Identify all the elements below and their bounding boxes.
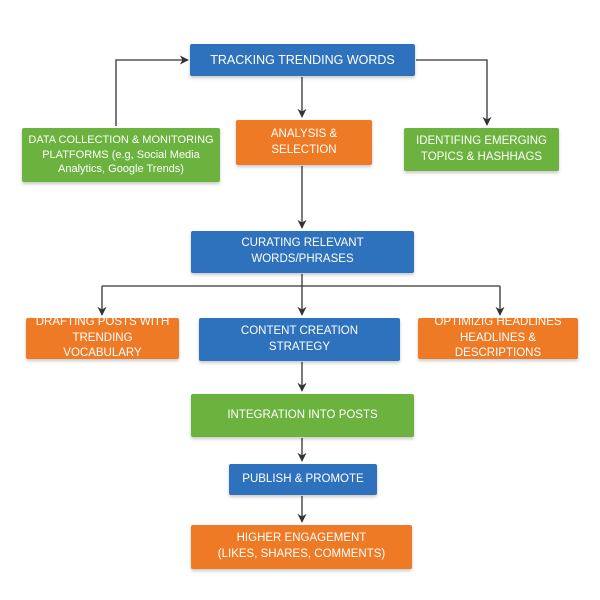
node-label-line-2: TOPICS & HASHHAGS	[420, 150, 543, 163]
connector-data-to-tracking	[115, 55, 189, 126]
node-publish-promote: PUBLISH & PROMOTE	[229, 464, 377, 495]
node-optimizing-headlines: OPTIMIZIG HEADLINES HEADLINES & DESCRIPT…	[418, 316, 578, 360]
node-label-line-1: IDENTIFING EMERGING	[416, 134, 547, 147]
node-integration-into-posts: INTEGRATION INTO POSTS	[191, 394, 414, 437]
node-label-line-1: HIGHER ENGAGEMENT	[236, 532, 367, 545]
node-data-collection: DATA COLLECTION & MONITORING PLATFORMS (…	[22, 128, 220, 182]
node-label-line-1: ANALYSIS &	[270, 127, 338, 140]
node-label-line-2: STRATEGY	[268, 340, 331, 353]
node-label-line-1: DRAFTING POSTS WITH	[35, 316, 170, 329]
node-label-line-2: TRENDING VOCABULARY	[63, 331, 142, 360]
node-label: TRACKING TRENDING WORDS	[210, 52, 395, 67]
node-drafting-posts: DRAFTING POSTS WITH TRENDING VOCABULARY	[26, 316, 179, 360]
node-label-line-3: Analytics, Google Trends)	[58, 163, 184, 176]
node-label-line-1: CONTENT CREATION	[240, 324, 359, 337]
connector-tracking-to-emerging	[416, 59, 492, 126]
connector-curating-split	[102, 274, 500, 287]
node-label-line-2: PLATFORMS (e.g, Social Media	[28, 148, 213, 163]
node-identifying-emerging-topics: IDENTIFING EMERGING TOPICS & HASHHAGS	[404, 128, 559, 171]
node-curating-relevant-words: CURATING RELEVANT WORDS/PHRASES	[191, 231, 414, 273]
node-label-line-2: (LIKES, SHARES, COMMENTS)	[217, 548, 386, 560]
node-label: INTEGRATION INTO POSTS	[227, 408, 378, 421]
node-label-line-2-rest: (e.g, Social Media	[108, 148, 200, 161]
node-higher-engagement: HIGHER ENGAGEMENT (LIKES, SHARES, COMMEN…	[191, 525, 412, 569]
node-analysis-selection: ANALYSIS & SELECTION	[236, 120, 372, 165]
node-label: CURATING RELEVANT WORDS/PHRASES	[241, 237, 364, 265]
node-label: PUBLISH & PROMOTE	[242, 472, 364, 485]
node-content-creation-strategy: CONTENT CREATION STRATEGY	[199, 318, 400, 361]
node-label-line-2: SELECTION	[271, 143, 337, 156]
node-tracking-trending-words: TRACKING TRENDING WORDS	[190, 44, 415, 76]
node-label-line-2: HEADLINES & DESCRIPTIONS	[454, 331, 542, 360]
node-label-line-2-prefix: PLATFORMS	[42, 148, 109, 161]
node-label-line-1: DATA COLLECTION & MONITORING	[28, 133, 214, 146]
node-label-line-1: OPTIMIZIG HEADLINES	[434, 316, 562, 329]
